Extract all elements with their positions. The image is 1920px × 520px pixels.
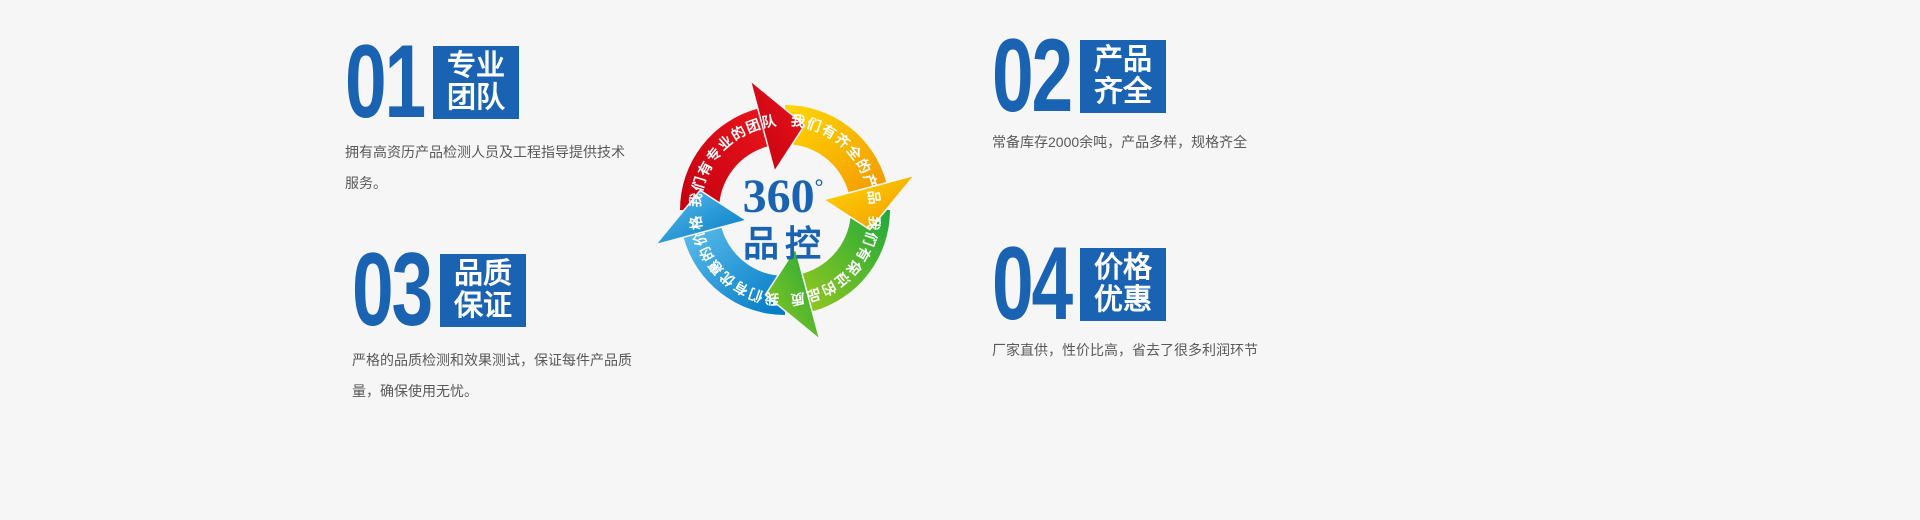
feature-title-line: 价格 xyxy=(1094,252,1153,285)
feature-title-line: 保证 xyxy=(454,289,513,322)
feature-title-line: 齐全 xyxy=(1094,75,1153,108)
feature-number: 02 xyxy=(992,18,1073,134)
center-number: 360 xyxy=(743,170,815,223)
feature-favorable-price: 04 价格 优惠 厂家直供，性价比高，省去了很多利润环节 xyxy=(992,226,1322,366)
feature-title-line: 优惠 xyxy=(1094,283,1153,316)
arrow-head-quality xyxy=(764,246,822,342)
arrow-band-quality xyxy=(802,210,890,312)
feature-number: 01 xyxy=(345,24,426,140)
arrow-head-products xyxy=(821,173,917,231)
arrow-head-price xyxy=(653,189,749,247)
feature-professional-team: 01 专业 团队 拥有高资历产品检测人员及工程指导提供技术服务。 xyxy=(345,24,627,199)
feature-description: 厂家直供，性价比高，省去了很多利润环节 xyxy=(992,342,1258,359)
feature-title-box: 品质 保证 xyxy=(440,254,527,327)
cycle-arrows-svg: 我们有专业的团队 我们有齐全的产品 我们有保证的品质 我们有优惠的价格 360°… xyxy=(653,78,917,342)
feature-number: 03 xyxy=(352,232,433,348)
feature-title-line: 产品 xyxy=(1094,44,1153,77)
feature-title-box: 专业 团队 xyxy=(433,46,520,119)
quality-cycle-diagram: 我们有专业的团队 我们有齐全的产品 我们有保证的品质 我们有优惠的价格 360°… xyxy=(585,10,985,410)
feature-title-box: 产品 齐全 xyxy=(1080,40,1167,113)
feature-head: 03 品质 保证 xyxy=(352,232,637,348)
center-value: 360° xyxy=(743,170,824,223)
feature-head: 02 产品 齐全 xyxy=(992,18,1322,134)
feature-description: 常备库存2000余吨，产品多样，规格齐全 xyxy=(992,134,1248,151)
arrow-band-team xyxy=(680,108,768,210)
feature-quality-assurance: 03 品质 保证 严格的品质检测和效果测试，保证每件产品质量，确保使用无忧。 xyxy=(352,232,637,407)
feature-head: 04 价格 优惠 xyxy=(992,226,1322,342)
degree-symbol: ° xyxy=(815,174,824,199)
feature-head: 01 专业 团队 xyxy=(345,24,627,140)
arrow-band-price xyxy=(683,227,785,315)
feature-number: 04 xyxy=(992,226,1073,342)
arrow-band-products xyxy=(785,105,887,193)
feature-title-box: 价格 优惠 xyxy=(1080,248,1167,321)
feature-description: 拥有高资历产品检测人员及工程指导提供技术服务。 xyxy=(345,144,625,191)
feature-title-line: 团队 xyxy=(447,81,506,114)
feature-description: 严格的品质检测和效果测试，保证每件产品质量，确保使用无忧。 xyxy=(352,352,632,399)
feature-title-line: 品质 xyxy=(454,258,513,291)
center-label: 品控 xyxy=(743,223,827,264)
arrow-head-team xyxy=(748,78,806,174)
feature-title-line: 专业 xyxy=(447,50,506,83)
feature-complete-products: 02 产品 齐全 常备库存2000余吨，产品多样，规格齐全 xyxy=(992,18,1322,158)
